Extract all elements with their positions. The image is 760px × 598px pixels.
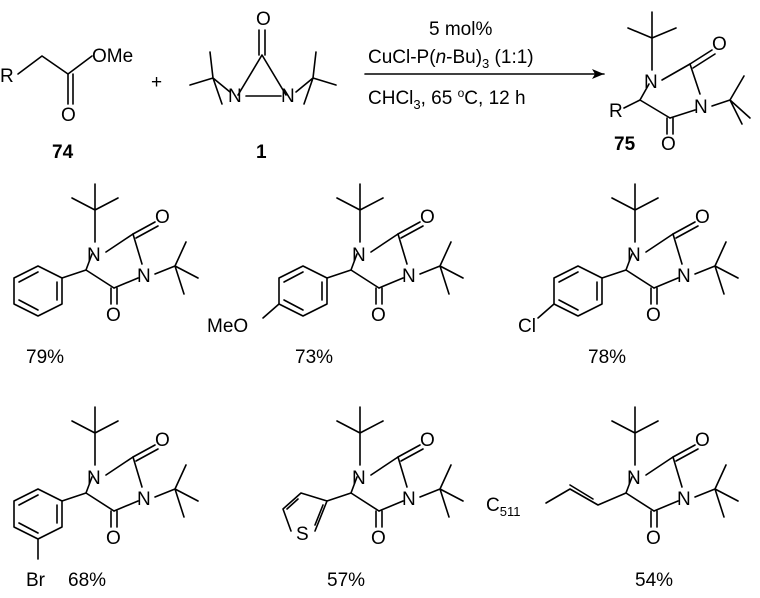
- example-phenyl: N O N O 79%: [13, 183, 199, 368]
- yield-label: 54%: [635, 570, 673, 591]
- product-75: N O N O R 75: [609, 11, 751, 155]
- ring-o-bottom-label: O: [371, 528, 386, 549]
- ring-n3-label: N: [137, 489, 151, 510]
- ring-n3-label: N: [677, 489, 691, 510]
- ring-o-bottom-label: O: [646, 305, 661, 326]
- ring-n3-label: N: [677, 266, 691, 287]
- substituent-label: C511: [486, 495, 520, 519]
- ome-label: OMe: [92, 46, 133, 67]
- example-alkenyl: N O N O C511 54%: [486, 406, 739, 591]
- ring-n1-label: N: [627, 245, 641, 266]
- substituent-label: MeO: [207, 316, 248, 337]
- product-o-bottom-label: O: [661, 134, 676, 155]
- ring-n1-label: N: [87, 245, 101, 266]
- substituent-label: S: [296, 524, 309, 545]
- ring-o-top-label: O: [420, 207, 435, 228]
- ring-o-top-label: O: [420, 430, 435, 451]
- reagent-1: O N N 1: [189, 9, 337, 163]
- example-4-chlorophenyl: N O N O Cl 78%: [518, 183, 739, 368]
- solvent-conditions: CHCl3, 65 oC, 12 h: [368, 86, 526, 112]
- substituent-label: Br: [26, 570, 46, 591]
- example-4-methoxyphenyl: N O N O MeO 73%: [207, 183, 464, 368]
- ring-o-top-label: O: [155, 207, 170, 228]
- example-3-bromophenyl: N O N O Br 68%: [13, 406, 199, 591]
- diaziridinone-n1-label: N: [228, 86, 242, 107]
- yield-label: 57%: [327, 570, 365, 591]
- r-group-label: R: [0, 66, 14, 87]
- ring-n3-label: N: [137, 266, 151, 287]
- compound-number-74: 74: [52, 142, 74, 163]
- ring-n1-label: N: [352, 468, 366, 489]
- catalyst-label: CuCl-P(n-Bu)3 (1:1): [368, 47, 534, 71]
- compound-number-1: 1: [256, 142, 267, 163]
- yield-label: 79%: [26, 347, 64, 368]
- yield-label: 68%: [68, 570, 106, 591]
- plus-sign: +: [151, 72, 162, 93]
- product-n3-label: N: [694, 97, 708, 118]
- ring-n1-label: N: [627, 468, 641, 489]
- substituent-label: Cl: [518, 316, 536, 337]
- ring-o-bottom-label: O: [371, 305, 386, 326]
- product-o-top-label: O: [712, 34, 727, 55]
- catalyst-loading: 5 mol%: [429, 19, 492, 40]
- diaziridinone-n2-label: N: [281, 86, 295, 107]
- yield-label: 78%: [588, 347, 626, 368]
- ring-n3-label: N: [402, 266, 416, 287]
- ring-o-bottom-label: O: [106, 305, 121, 326]
- carbonyl-o-label: O: [61, 105, 76, 126]
- ring-o-top-label: O: [695, 430, 710, 451]
- yield-label: 73%: [295, 347, 333, 368]
- ring-o-top-label: O: [695, 207, 710, 228]
- product-r-label: R: [609, 101, 623, 122]
- reactant-74: R OMe O 74: [0, 46, 133, 163]
- ring-o-bottom-label: O: [646, 528, 661, 549]
- ring-n1-label: N: [87, 468, 101, 489]
- compound-number-75: 75: [614, 134, 636, 155]
- example-2-thienyl: N O N O S 57%: [282, 406, 464, 591]
- ring-o-bottom-label: O: [106, 528, 121, 549]
- diaziridinone-o-label: O: [256, 9, 271, 30]
- ring-o-top-label: O: [155, 430, 170, 451]
- reaction-arrow: [364, 69, 605, 79]
- ring-n1-label: N: [352, 245, 366, 266]
- ring-n3-label: N: [402, 489, 416, 510]
